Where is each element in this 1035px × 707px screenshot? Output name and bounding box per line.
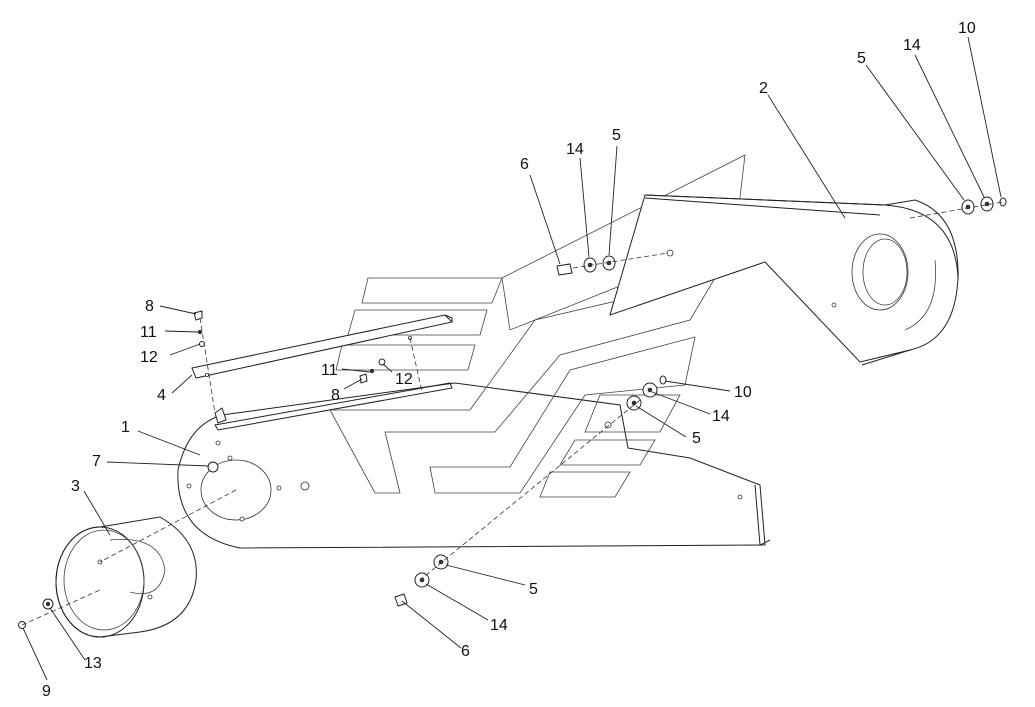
callout-4: 4 (157, 387, 166, 404)
callout-14-right: 14 (712, 408, 730, 425)
callout-11-center: 11 (321, 362, 338, 379)
callout-6-top: 6 (520, 156, 529, 173)
callout-11-left: 11 (140, 324, 157, 341)
callout-10-top: 10 (958, 20, 976, 37)
callout-10-right: 10 (734, 384, 752, 401)
callout-5-top-right: 5 (857, 50, 866, 67)
callout-5-bottom: 5 (529, 581, 538, 598)
callout-5-mid: 5 (612, 127, 621, 144)
callout-12-left: 12 (140, 349, 158, 366)
callout-14-mid: 14 (566, 141, 584, 158)
callout-labels: 10 14 5 2 6 14 5 8 11 12 4 11 12 8 10 14… (42, 20, 976, 700)
belt-guard-upper (609, 194, 959, 366)
belt-guard-main (177, 382, 771, 549)
callout-6-bottom: 6 (461, 643, 470, 660)
callout-7: 7 (92, 453, 101, 470)
callout-14-bottom: 14 (490, 617, 508, 634)
callout-3: 3 (71, 478, 80, 495)
callout-2: 2 (759, 80, 768, 97)
callout-14-top: 14 (903, 37, 921, 54)
callout-12-center: 12 (395, 371, 413, 388)
leader-lines (22, 36, 1002, 681)
hardware (18, 196, 1007, 629)
callout-5-right: 5 (692, 430, 701, 447)
callout-13: 13 (84, 655, 102, 672)
callout-1: 1 (121, 419, 130, 436)
callout-8-center: 8 (331, 387, 340, 404)
callout-8-left: 8 (145, 298, 154, 315)
support-bar (191, 314, 454, 379)
pulley-cover (55, 516, 197, 638)
assembly-lines (21, 201, 1004, 626)
callout-9: 9 (42, 683, 51, 700)
